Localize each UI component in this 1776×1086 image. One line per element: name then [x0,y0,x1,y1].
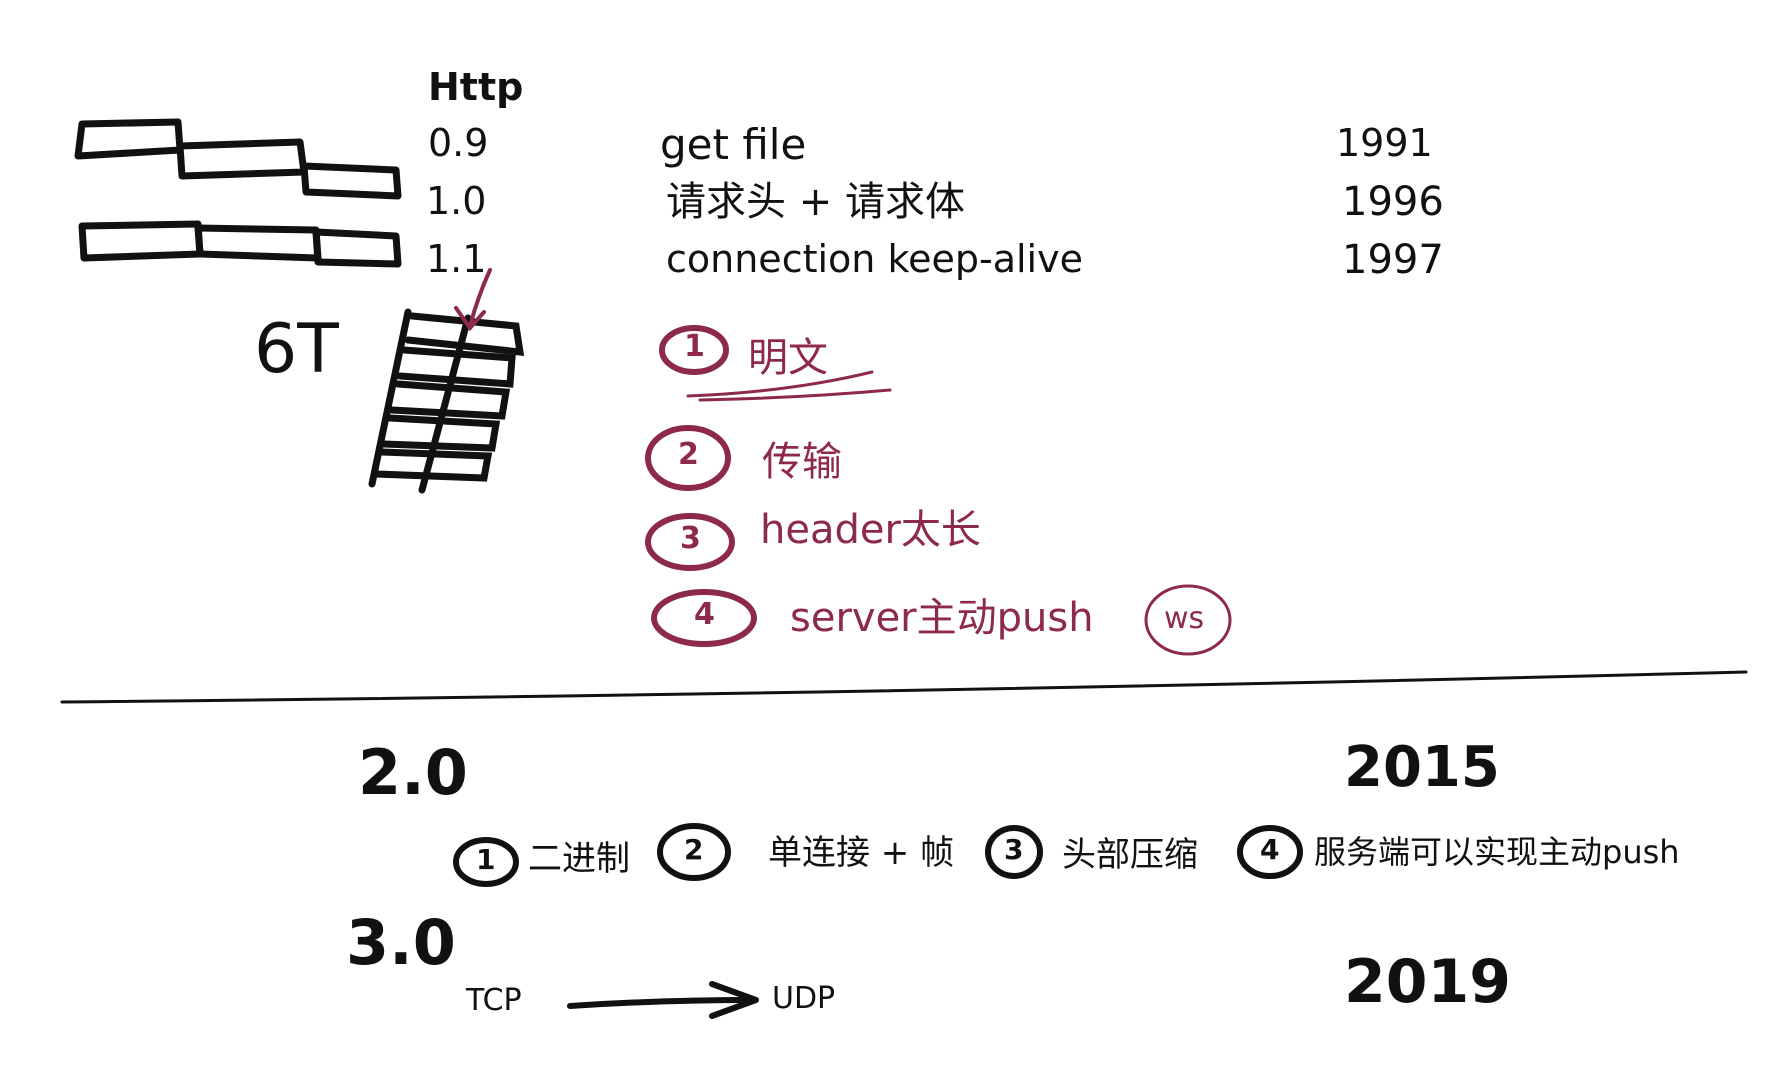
to-protocol: UDP [772,981,836,1016]
arrow-down-icon [454,268,492,332]
request-block [300,162,402,200]
number-circle-2 [645,425,731,491]
http2-year: 2015 [1344,735,1500,800]
feature-number: 1 [476,843,496,876]
number-circle-4 [1237,825,1303,879]
version-year: 1991 [1336,121,1433,165]
parallel-connections-sketch [368,308,525,494]
feature-text: 单连接 + 帧 [768,833,955,873]
connection-limit-label: 6T [254,310,339,389]
problem-number: 4 [694,597,715,632]
number-circle-2 [657,823,731,881]
version-feature: 请求头 + 请求体 [666,179,965,225]
number-circle-4 [651,589,757,647]
http3-year: 2019 [1344,947,1511,1017]
version-feature: get file [660,120,807,169]
problem-number-circles [645,325,757,647]
problem-number: 3 [680,521,701,556]
underline-stroke [686,370,892,402]
feature-text: 二进制 [528,839,630,879]
http2-version: 2.0 [358,736,468,809]
ws-label: ws [1164,601,1205,636]
problem-text: 传输 [762,439,842,485]
version-label: 1.0 [426,179,487,223]
number-circle-3 [985,825,1043,879]
problem-number: 2 [678,437,699,472]
divider-line [60,670,1748,704]
problem-number: 1 [684,329,705,364]
request-block [176,138,308,180]
feature-number: 4 [1260,833,1280,866]
version-label: 1.1 [426,237,487,281]
request-block [194,224,322,262]
feature-text: 服务端可以实现主动push [1314,833,1680,871]
version-year: 1996 [1342,179,1444,225]
ws-circle [1144,584,1232,656]
version-label: 0.9 [428,121,489,165]
problem-text: header太长 [760,507,981,553]
request-block [74,118,184,160]
problem-text: server主动push [790,595,1094,641]
http-title: Http [428,65,524,109]
feature-number-circles [453,823,1303,887]
request-block [312,228,402,268]
number-circle-1 [659,325,729,375]
feature-number: 2 [684,833,704,866]
from-protocol: TCP [466,983,522,1018]
problem-text: 明文 [748,335,828,381]
sequential-requests-sketch [74,118,402,200]
version-feature: connection keep-alive [666,237,1083,281]
http3-version: 3.0 [346,906,456,979]
keep-alive-requests-sketch [78,220,402,268]
version-year: 1997 [1342,237,1444,283]
arrow-right-icon [567,981,759,1019]
number-circle-1 [453,837,519,887]
feature-text: 头部压缩 [1062,835,1198,875]
request-block [78,220,204,262]
number-circle-3 [645,513,735,571]
feature-number: 3 [1004,833,1024,866]
